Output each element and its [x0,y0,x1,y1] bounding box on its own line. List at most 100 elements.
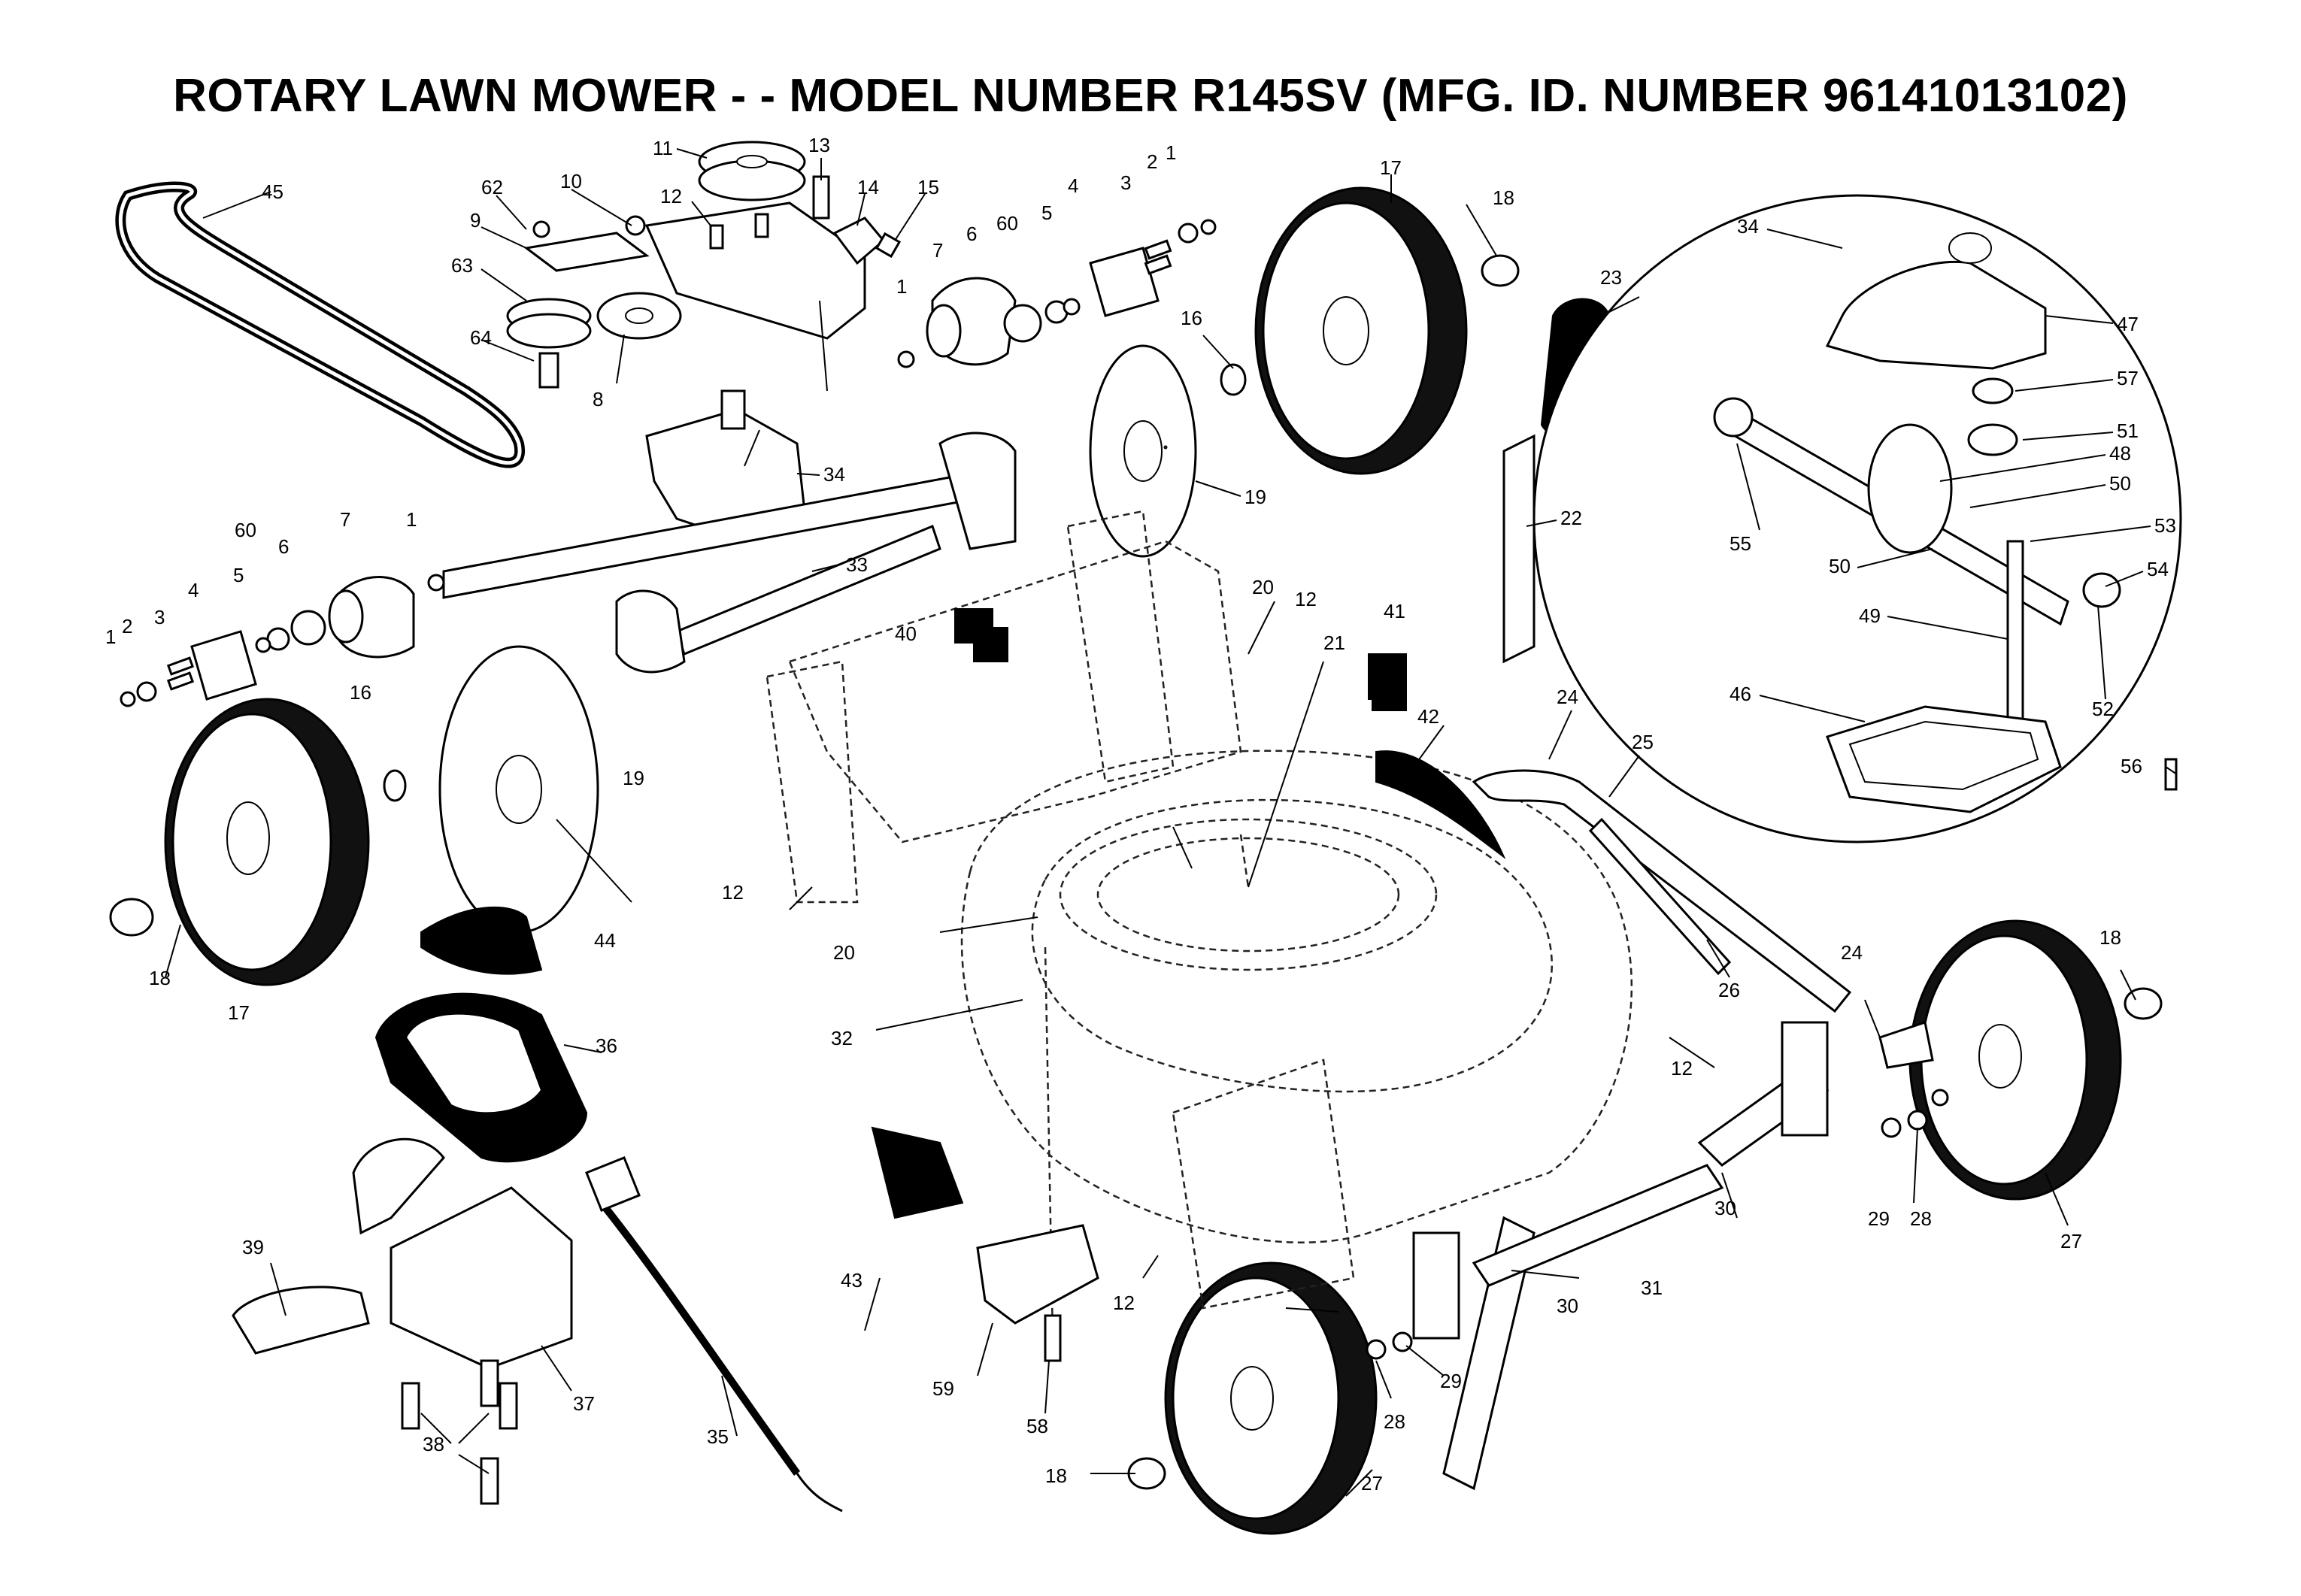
callout: 33 [846,553,868,576]
callout: 3 [154,606,165,628]
callout: 2 [122,615,132,637]
callout: 24 [1841,941,1863,964]
callout: 27 [2060,1230,2082,1252]
callout: 20 [1252,576,1274,598]
callout: 62 [481,176,503,198]
callout: 36 [596,1034,617,1057]
callout: 12 [722,881,744,904]
callout: 50 [2109,472,2131,495]
callout: 57 [2117,367,2139,389]
callout: 54 [2147,558,2169,580]
callout: 12 [1113,1292,1135,1314]
callout: 28 [1384,1410,1405,1433]
callout: 27 [1361,1472,1383,1495]
callout: 9 [470,209,481,232]
page-title: ROTARY LAWN MOWER - - MODEL NUMBER R145S… [173,70,2128,122]
callout: 51 [2117,419,2139,442]
callout: 14 [857,176,879,198]
leader-lines [165,148,2178,1497]
callout: 5 [1041,201,1052,224]
callout: 47 [2117,313,2139,335]
callout: 49 [1859,604,1881,627]
callout: 58 [1026,1415,1048,1437]
callout: 38 [423,1433,444,1455]
callout: 6 [966,223,977,245]
callout: 45 [262,180,283,203]
callout: 63 [451,254,473,277]
callout: 40 [895,622,917,645]
callout: 3 [1120,171,1131,194]
wheel-right-rear [1163,186,1520,475]
pulley-assembly [506,141,902,392]
callout: 18 [149,967,171,989]
callout: 20 [833,941,855,964]
callout: 30 [1557,1295,1578,1317]
callout: 12 [1671,1057,1693,1080]
callout: 12 [1295,588,1317,610]
callout: 64 [470,326,492,349]
callout: 18 [1493,186,1514,209]
callout: 48 [2109,442,2131,465]
callout: 34 [1737,215,1759,238]
callout: 46 [1730,683,1751,705]
callout: 12 [660,185,682,207]
callout: 17 [1380,156,1402,179]
callout: 52 [2092,698,2114,720]
callout: 32 [831,1027,853,1049]
mower-deck [765,510,1633,1339]
callout: 42 [1417,705,1439,728]
callout: 10 [560,170,582,192]
callout: 34 [823,463,845,486]
callout: 1 [1166,141,1176,164]
callout: 17 [228,1001,250,1024]
callout: 55 [1730,532,1751,555]
callout: 19 [623,767,644,789]
callout: 7 [340,508,350,531]
callout: 18 [1045,1464,1067,1487]
callout: 23 [1600,266,1622,289]
gearbox-detail-inset [1532,194,2182,843]
callout: 1 [406,508,417,531]
callout: 59 [932,1377,954,1400]
callout: 16 [1181,307,1202,329]
callout: 6 [278,535,289,558]
callout: 26 [1718,979,1740,1001]
callout: 18 [2099,926,2121,949]
callout: 11 [653,137,673,159]
callout: 22 [1560,507,1582,529]
callout: 5 [233,564,244,586]
callout: 31 [1641,1276,1663,1299]
transmission-and-axle [442,344,1197,674]
callout: 4 [188,579,199,601]
wheel-left-rear [109,645,599,986]
callout: 25 [1632,731,1654,753]
callout: 21 [1323,631,1345,654]
callout: 53 [2154,514,2176,537]
callout: 37 [573,1392,595,1415]
wheel-right-front [1881,919,2163,1201]
callout: 28 [1910,1207,1932,1230]
left-drive-parts [120,574,445,707]
callout: 43 [841,1269,862,1292]
callout: 39 [242,1236,264,1258]
callout: 8 [593,388,603,410]
callout: 50 [1829,555,1851,577]
callout: 15 [917,176,939,198]
upper-drive-parts [897,219,1217,368]
callout: 29 [1440,1370,1462,1392]
callout: 2 [1147,150,1157,173]
cable-and-bag [232,627,1407,1513]
callout: 56 [2121,755,2142,777]
callout: 4 [1068,174,1078,197]
callout: 29 [1868,1207,1890,1230]
callout: 19 [1244,486,1266,508]
callout: 13 [808,134,830,156]
callout: 16 [350,681,371,704]
callout: 1 [896,275,907,298]
callout: 44 [594,929,616,952]
callout: 30 [1714,1197,1736,1219]
callout: 41 [1384,600,1405,622]
wheel-left-front [1127,1261,1413,1535]
callout-labels: 45 62 10 9 63 64 8 11 13 12 14 15 6 60 5… [105,134,2176,1495]
drive-belt [115,181,526,468]
